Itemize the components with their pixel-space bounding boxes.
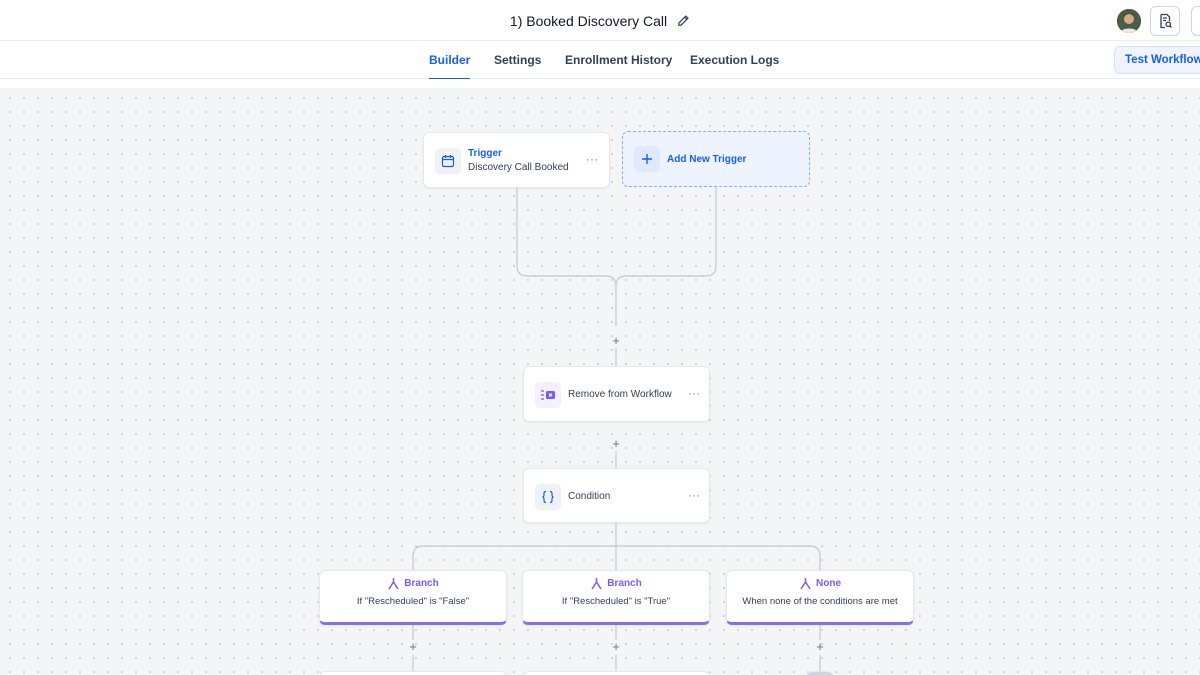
trigger-title: Trigger: [468, 148, 502, 159]
add-step-button[interactable]: +: [409, 639, 417, 654]
branch-false-node[interactable]: Branch If "Rescheduled" is "False": [319, 570, 507, 625]
avatar[interactable]: [1117, 9, 1141, 33]
condition-more-button[interactable]: ···: [688, 490, 701, 502]
calendar-icon: [435, 148, 461, 174]
branch-title: Branch: [607, 578, 642, 589]
workflow-title[interactable]: 1) Booked Discovery Call: [509, 12, 668, 29]
trigger-more-button[interactable]: ···: [586, 154, 599, 166]
branch-icon: [800, 578, 811, 590]
tab-execution-logs[interactable]: Execution Logs: [690, 53, 780, 67]
branch-description: If "Rescheduled" is "False": [356, 596, 470, 607]
add-new-trigger-button[interactable]: Add New Trigger: [622, 131, 810, 187]
branch-description: If "Rescheduled" is "True": [561, 596, 671, 607]
next-step-node[interactable]: [523, 671, 710, 675]
condition-node[interactable]: Condition ···: [523, 468, 710, 523]
tab-bar: Builder Settings Enrollment History Exec…: [0, 41, 1200, 80]
top-bar: 1) Booked Discovery Call: [0, 0, 1200, 41]
branch-title: None: [816, 578, 841, 589]
branch-icon: [591, 578, 602, 590]
trigger-subtitle: Discovery Call Booked: [468, 162, 569, 173]
condition-label: Condition: [568, 491, 611, 502]
plus-icon: [634, 146, 660, 172]
branch-none-node[interactable]: None When none of the conditions are met: [726, 570, 914, 625]
remove-from-workflow-node[interactable]: Remove from Workflow ···: [523, 366, 710, 422]
branch-title: Branch: [404, 578, 439, 589]
branch-true-node[interactable]: Branch If "Rescheduled" is "True": [522, 570, 710, 625]
tab-settings[interactable]: Settings: [494, 53, 542, 67]
branch-icon: [388, 578, 399, 590]
document-search-icon: [1160, 13, 1172, 29]
add-step-button[interactable]: +: [612, 639, 620, 654]
notes-button[interactable]: [1150, 6, 1180, 36]
add-step-button[interactable]: +: [612, 436, 620, 451]
trigger-node[interactable]: Trigger Discovery Call Booked ···: [423, 132, 610, 188]
add-new-trigger-label: Add New Trigger: [667, 154, 747, 165]
tab-builder[interactable]: Builder: [429, 41, 471, 80]
canvas-top-strip: [0, 79, 1200, 88]
pencil-icon[interactable]: [676, 14, 690, 28]
end-marker: [804, 671, 836, 675]
next-step-node[interactable]: [319, 671, 507, 675]
tab-enrollment-history[interactable]: Enrollment History: [565, 53, 673, 67]
add-step-button[interactable]: +: [816, 639, 824, 654]
remove-from-workflow-label: Remove from Workflow: [568, 389, 672, 400]
workflow-canvas[interactable]: Trigger Discovery Call Booked ··· Add Ne…: [0, 88, 1200, 675]
branch-description: When none of the conditions are met: [742, 596, 898, 607]
menu-button[interactable]: [1191, 6, 1200, 36]
braces-icon: [535, 484, 561, 510]
test-workflow-button[interactable]: Test Workflow: [1114, 46, 1200, 74]
remove-more-button[interactable]: ···: [688, 388, 701, 400]
remove-from-workflow-icon: [535, 382, 561, 408]
add-step-button[interactable]: +: [612, 333, 620, 348]
